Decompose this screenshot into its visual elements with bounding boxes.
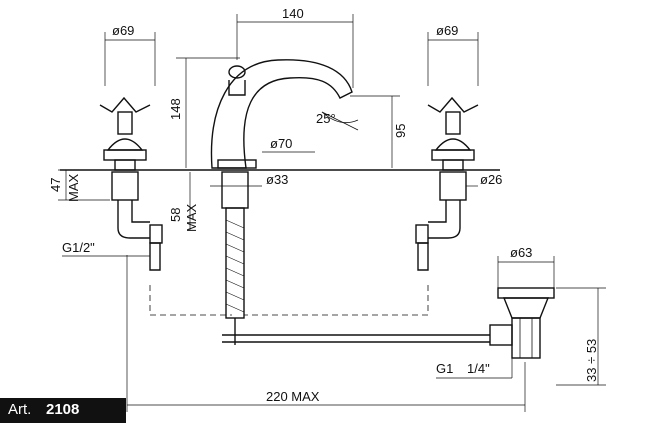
dim-left-handle-label: ø69 [112, 23, 134, 38]
dim-left-handle [104, 32, 156, 86]
right-handle [415, 96, 479, 271]
dim-148-label: 148 [168, 98, 183, 120]
dim-140 [236, 14, 354, 88]
article-badge: Art. 2108 [0, 398, 126, 423]
left-handle [99, 96, 163, 271]
center-shank [221, 171, 249, 345]
dim-63-label: ø63 [510, 245, 532, 260]
dim-right-handle-label: ø69 [436, 23, 458, 38]
right-supply-dash [244, 285, 429, 316]
dim-140-label: 140 [282, 6, 304, 21]
dim-g12-label: G1/2" [62, 240, 95, 255]
article-number: 2108 [46, 401, 80, 418]
dim-g114-label-a: G1 [436, 361, 453, 376]
dim-63 [497, 256, 555, 288]
article-prefix: Art. [8, 401, 32, 418]
dim-26-label: ø26 [480, 172, 502, 187]
left-supply-dash [149, 285, 232, 316]
dim-148 [176, 57, 240, 168]
spout [210, 59, 353, 169]
angle-arc [321, 111, 359, 124]
dim-right-handle [427, 32, 479, 86]
dim-33-53-label: 33 ÷ 53 [584, 339, 599, 382]
angle-label: 25° [316, 111, 336, 126]
dim-47-label: 47 [48, 178, 63, 192]
angle-ray [321, 111, 359, 131]
dim-47-unit: MAX [66, 174, 81, 203]
dim-58-label: 58 [168, 208, 183, 222]
dim-33-label: ø33 [266, 172, 288, 187]
dim-220 [126, 255, 526, 412]
dim-95 [350, 95, 400, 168]
dim-220-label: 220 MAX [266, 389, 320, 404]
waste-assembly [489, 287, 555, 359]
dim-47 [58, 169, 110, 201]
dim-g114-label-b: 1/4" [467, 361, 490, 376]
dim-70-label: ø70 [270, 136, 292, 151]
dim-58-unit: MAX [184, 204, 199, 233]
dim-33-53 [556, 287, 606, 386]
dim-95-label: 95 [393, 124, 408, 138]
